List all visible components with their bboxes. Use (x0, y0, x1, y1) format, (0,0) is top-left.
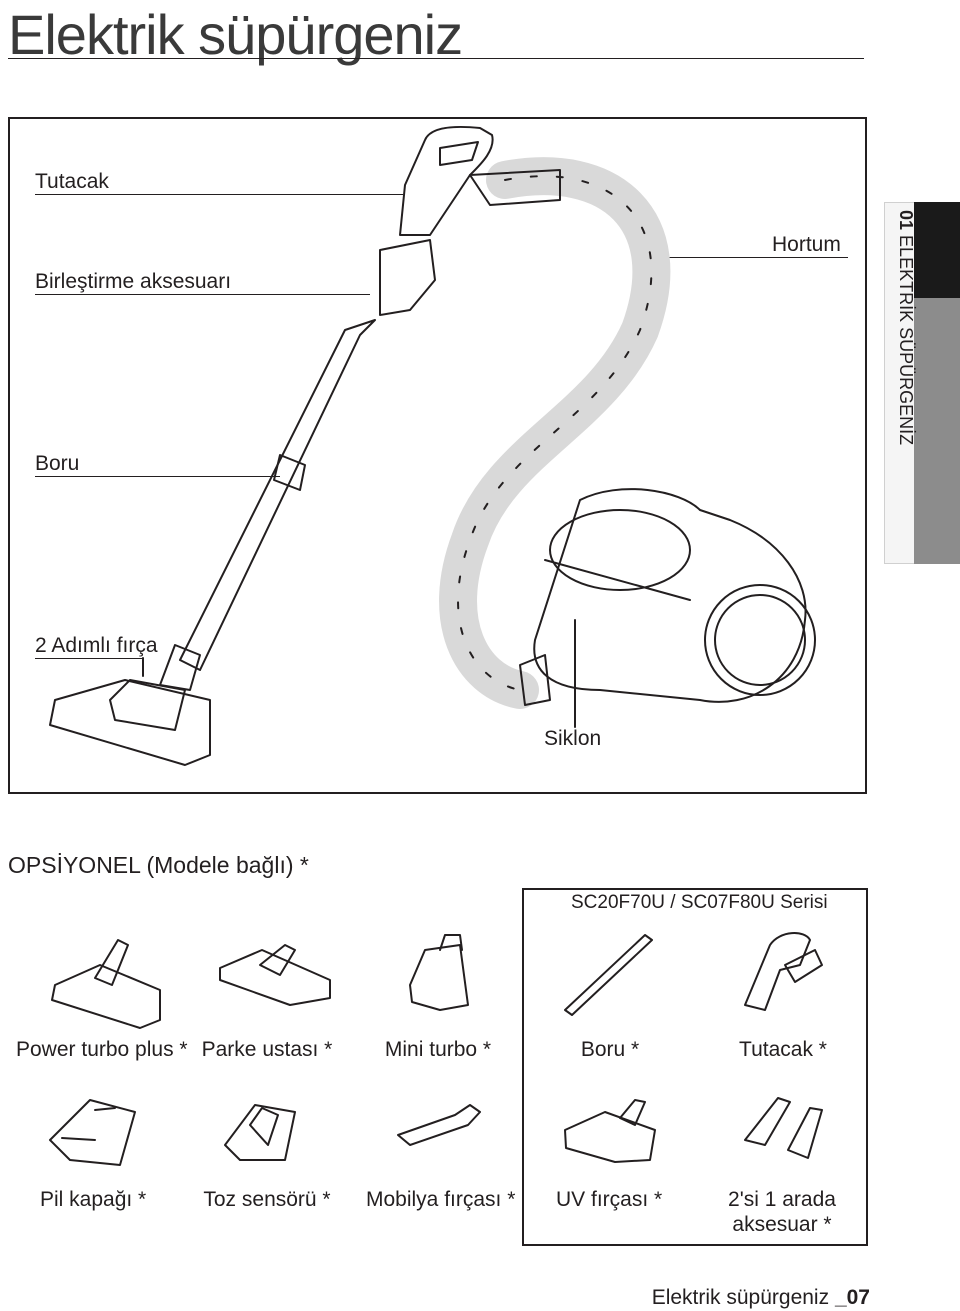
accessory-label: Boru * (580, 1038, 640, 1061)
leader-two-step-brush (35, 658, 143, 659)
parquet-brush-icon (219, 944, 331, 1006)
mini-turbo-icon (409, 934, 469, 1011)
accessory-label: Toz sensörü * (203, 1188, 331, 1211)
uv-brush-icon (564, 1099, 656, 1163)
two-in-one-accessory-icon (744, 1097, 823, 1159)
accessory-label: Mini turbo * (384, 1038, 492, 1061)
side-tab-band (914, 298, 960, 564)
accessory-label: Mobilya fırçası * (366, 1188, 516, 1211)
label-handle: Tutacak (35, 170, 109, 193)
label-pipe: Boru (35, 452, 80, 475)
footer: Elektrik süpürgeniz _07 (652, 1286, 870, 1310)
page-title: Elektrik süpürgeniz (8, 3, 463, 66)
chapter-number: 01 (896, 210, 916, 231)
accessory-label: Power turbo plus * (16, 1038, 188, 1061)
leader-hose (660, 257, 848, 258)
footer-title: Elektrik süpürgeniz (651, 1286, 830, 1309)
accessory-label: Pil kapağı * (40, 1188, 147, 1211)
leader-handle (35, 194, 403, 195)
accessory-label: Tutacak * (739, 1038, 827, 1061)
battery-cover-icon (49, 1099, 136, 1166)
accessory-label: UV fırçası * (556, 1188, 663, 1211)
accessory-label: Parke ustası * (201, 1038, 333, 1061)
power-turbo-brush-icon (51, 939, 161, 1029)
label-hose: Hortum (772, 233, 841, 256)
leader-combo-accessory (35, 294, 370, 295)
page-number: _07 (834, 1286, 870, 1309)
series-frame (522, 888, 868, 1246)
side-tab-marker (914, 202, 960, 298)
accessory-label: 2'si 1 arada aksesuar * (728, 1188, 836, 1236)
optional-heading: OPSİYONEL (Modele bağlı) * (8, 852, 309, 878)
title-rule (8, 58, 864, 59)
label-cyclone: Siklon (544, 727, 602, 750)
side-tab-text: 01 ELEKTRİK SÜPÜRGENİZ (886, 210, 916, 560)
chapter-title: ELEKTRİK SÜPÜRGENİZ (896, 235, 916, 446)
dust-sensor-icon (224, 1104, 296, 1161)
series-label: SC20F70U / SC07F80U Serisi (571, 892, 828, 913)
pipe-icon (564, 934, 653, 1016)
handle-icon (744, 932, 823, 1011)
label-combo-accessory: Birleştirme aksesuarı (35, 270, 232, 293)
label-two-step-brush: 2 Adımlı fırça (35, 634, 158, 657)
leader-pipe (35, 476, 280, 477)
diagram-frame (8, 117, 867, 794)
furniture-brush-icon (397, 1104, 481, 1146)
